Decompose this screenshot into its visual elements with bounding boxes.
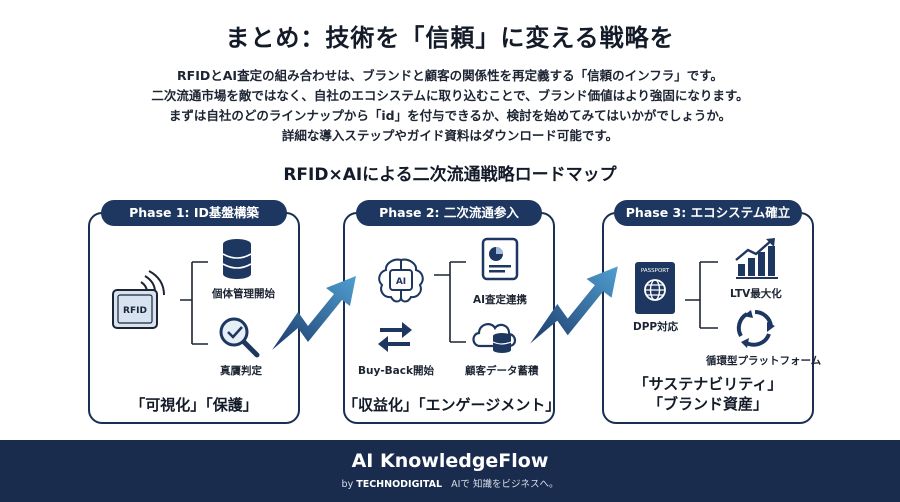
intro-text: RFIDとAI査定の組み合わせは、ブランドと顧客の関係性を再定義する「信頼のイン… bbox=[0, 66, 900, 146]
growth-arrow-icon bbox=[530, 266, 618, 344]
ai-chip-text: AI bbox=[396, 277, 406, 287]
phase-3-item-3: 循環型プラットフォーム bbox=[706, 355, 822, 367]
roadmap-title: RFID×AIによる二次流通戦略ロードマップ bbox=[283, 165, 617, 185]
phase-3-label: Phase 3: エコシステム確立 bbox=[614, 200, 802, 226]
phase-3-item-2: LTV最大化 bbox=[730, 288, 782, 300]
passport-icon: PASSPORT bbox=[635, 262, 675, 314]
rfid-tag-icon: RFID bbox=[112, 270, 165, 329]
phase-2-panel bbox=[343, 212, 555, 424]
footer-company: TECHNODIGITAL bbox=[356, 479, 443, 490]
phase-3-item-1: DPP対応 bbox=[633, 321, 679, 333]
growth-arrow-icon bbox=[272, 276, 356, 350]
bar-chart-growth-icon bbox=[735, 238, 778, 279]
phase-2-item-1: AI査定連携 bbox=[473, 294, 528, 306]
passport-text: PASSPORT bbox=[641, 268, 670, 274]
recycle-icon bbox=[736, 309, 775, 348]
phase-2-outcome: 「収益化」「エンゲージメント」 bbox=[343, 396, 561, 414]
page-title: まとめ：技術を「信頼」に変える戦略を bbox=[225, 24, 675, 52]
exchange-arrows-icon bbox=[378, 322, 412, 352]
phase-1-item-1: 個体管理開始 bbox=[212, 288, 275, 300]
rfid-tag-text: RFID bbox=[123, 306, 147, 316]
phase-3-outcome-line: 「ブランド資産」 bbox=[647, 395, 768, 413]
ai-brain-icon: AI bbox=[378, 258, 424, 303]
database-icon bbox=[222, 239, 252, 279]
intro-line: 二次流通市場を敵ではなく、自社のエコシステムに取り込むことで、ブランド価値はより… bbox=[151, 88, 749, 103]
phase-3-outcome-line: 「サステナビリティ」 bbox=[633, 375, 783, 393]
magnifier-check-icon bbox=[219, 317, 260, 358]
tablet-chart-icon bbox=[481, 237, 519, 281]
footer-tagline: by TECHNODIGITAL AIで 知識をビジネスへ。 bbox=[0, 476, 900, 490]
phase-1-item-2: 真贋判定 bbox=[220, 365, 262, 377]
phase-2-item-2: Buy-Back開始 bbox=[358, 365, 434, 377]
cloud-database-icon bbox=[472, 323, 517, 353]
footer-brand: AI KnowledgeFlow bbox=[351, 450, 549, 472]
intro-line: まずは自社のどのラインナップから「id」を付与できるか、検討を始めてみてはいかが… bbox=[168, 108, 732, 123]
intro-line: RFIDとAI査定の組み合わせは、ブランドと顧客の関係性を再定義する「信頼のイン… bbox=[177, 68, 723, 83]
footer-by: by bbox=[341, 479, 354, 490]
phase-3-outcome: 「サステナビリティ」 「ブランド資産」 bbox=[602, 374, 814, 414]
phase-1-label: Phase 1: ID基盤構築 bbox=[101, 200, 287, 226]
footer-bar: AI KnowledgeFlow by TECHNODIGITAL AIで 知識… bbox=[0, 440, 900, 502]
phase-2-label: Phase 2: 二次流通参入 bbox=[356, 200, 542, 226]
phase-1-outcome: 「可視化」「保護」 bbox=[130, 396, 258, 414]
phase-2-item-3: 顧客データ蓄積 bbox=[465, 365, 539, 377]
footer-slogan: AIで 知識をビジネスへ。 bbox=[451, 479, 559, 490]
intro-line: 詳細な導入ステップやガイド資料はダウンロード可能です。 bbox=[281, 128, 619, 143]
